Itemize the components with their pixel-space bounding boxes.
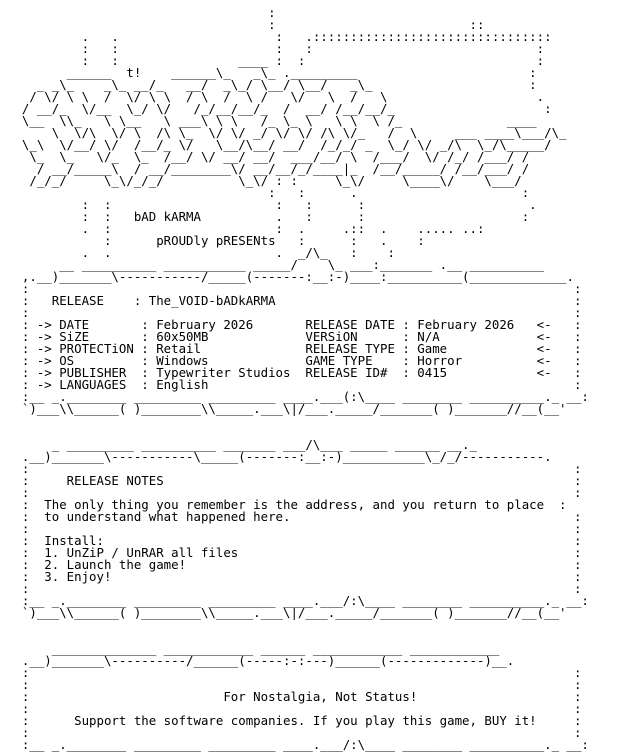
nfo-line: : : bAD kARMA . : : : <box>7 209 530 224</box>
nfo-line: : : <box>7 461 582 476</box>
nfo-line: _ _\_ _\_ __/_ __/ _\_/ \__/ \__/ _\_ : <box>7 77 537 92</box>
nfo-line: : 1. UnZiP / UnRAR all files : <box>7 545 582 560</box>
nfo-line: : : ____ : : : <box>7 53 545 68</box>
nfo-line: : : <box>7 581 582 596</box>
nfo-line: : to understand what happened here. : <box>7 509 582 524</box>
nfo-line: .__)_______\----------/______(-----:-:--… <box>7 653 515 668</box>
nfo-line: : -> SiZE : 60x50MB VERSiON : N/A <- : <box>7 329 582 344</box>
nfo-line: : : : : : . <box>7 197 537 212</box>
nfo-line: : 2. Launch the game! : <box>7 557 582 572</box>
nfo-line: : Support the software companies. If you… <box>7 713 582 728</box>
nfo-line: . . . _/\_ : : <box>7 245 395 260</box>
nfo-line: : -> DATE : February 2026 RELEASE DATE :… <box>7 317 582 332</box>
nfo-line: : -> OS : Windows GAME TYPE : Horror <- … <box>7 353 582 368</box>
nfo-line: /_/_/ \_\/_/_/ \_\/ : : \_\/ \____\/ \__… <box>7 173 522 188</box>
nfo-text: : : :: . . : .::::::::::::::::::::::::::… <box>7 5 589 752</box>
nfo-line: : : . : <box>7 185 530 200</box>
nfo-line: . . : .:::::::::::::::::::::::::::::::: <box>7 29 552 44</box>
nfo-line: : : : : : <box>7 41 545 56</box>
nfo-line: : : <box>7 665 582 680</box>
nfo-line: : : <box>7 281 582 296</box>
nfo-line: / __/_ \/__ \_/ \/ /_/__/__/_ / __/ /__/… <box>7 101 552 116</box>
nfo-line: : : <box>7 677 582 692</box>
nfo-line: : -> LANGUAGES : English : <box>7 377 582 392</box>
nfo-line: : The only thing you remember is the add… <box>7 497 567 512</box>
nfo-line: :__ _.________ _________ _________ ____.… <box>7 389 589 404</box>
nfo-line: . : : . .:: . ..... ..: <box>7 221 485 236</box>
nfo-line: : For Nostalgia, Not Status! : <box>7 689 582 704</box>
nfo-line: :__ _.________ _________ _________ ____.… <box>7 593 589 608</box>
nfo-line: \ \/\ \/ \ /\ \_ \/ \/ _/ \/ \/ /\ \/_ /… <box>7 125 567 140</box>
nfo-line: : -> PROTECTiON : Retail RELEASE TYPE : … <box>7 341 582 356</box>
nfo-line: : 3. Enjoy! : <box>7 569 582 584</box>
nfo-line: : Install: : <box>7 533 582 548</box>
nfo-line: : <box>7 5 276 20</box>
nfo-line: : : <box>7 305 582 320</box>
nfo-line: : : <box>7 701 582 716</box>
nfo-line: : :: <box>7 17 485 32</box>
nfo-line: `)___\\______( )________\\_____.___\|/__… <box>7 401 567 416</box>
nfo-line: : RELEASE : The_VOID-bADkARMA : <box>7 293 582 308</box>
nfo-line: / __/_____\ / __/________\/ __/__/_/____… <box>7 161 530 176</box>
nfo-line: ______________ ____________ ______ _____… <box>7 641 500 656</box>
nfo-line: : RELEASE NOTES : <box>7 473 582 488</box>
nfo-line: `)___\\______( )________\\_____.___\|/__… <box>7 605 567 620</box>
nfo-line <box>7 415 589 427</box>
nfo-line: :__ _.________ _________ _________ ____.… <box>7 737 589 752</box>
nfo-line: : -> PUBLISHER : Typewriter Studios RELE… <box>7 365 582 380</box>
nfo-line: \__ \\_ \ \__ \ ___\ \ \ /_ \_ \ \ \ \ /… <box>7 113 537 128</box>
nfo-line: \_ \_ \/_ \_ /__/ \/ __/ __/ ___/__/ \ /… <box>7 149 530 164</box>
nfo-line <box>7 619 589 631</box>
nfo-line: \_\ \/__/ \/ /__/_ \/ \__/\__/ __/ /_/_/… <box>7 137 552 152</box>
nfo-line: : : <box>7 485 582 500</box>
nfo-line: : pROUDly pRESENts : : . : <box>7 233 425 248</box>
nfo-line: __ __________ ___________ _____/ \_ ___:… <box>7 257 545 272</box>
nfo-line: / \/ \ \ / \/ \ \ / \ / \ / \/ \ / \ . <box>7 89 545 104</box>
nfo-line: ______ t! ______\_ _\_ ._________ : <box>7 65 537 80</box>
nfo-line: .__)_______\-----------\_____(-------:__… <box>7 449 552 464</box>
nfo-line: _ _________ __________ _______ ___/\___ … <box>7 437 477 452</box>
nfo-line: ,.__)_______\-----------/_____(-------:_… <box>7 269 574 284</box>
nfo-line: : : <box>7 725 582 740</box>
nfo-line: : : <box>7 521 582 536</box>
